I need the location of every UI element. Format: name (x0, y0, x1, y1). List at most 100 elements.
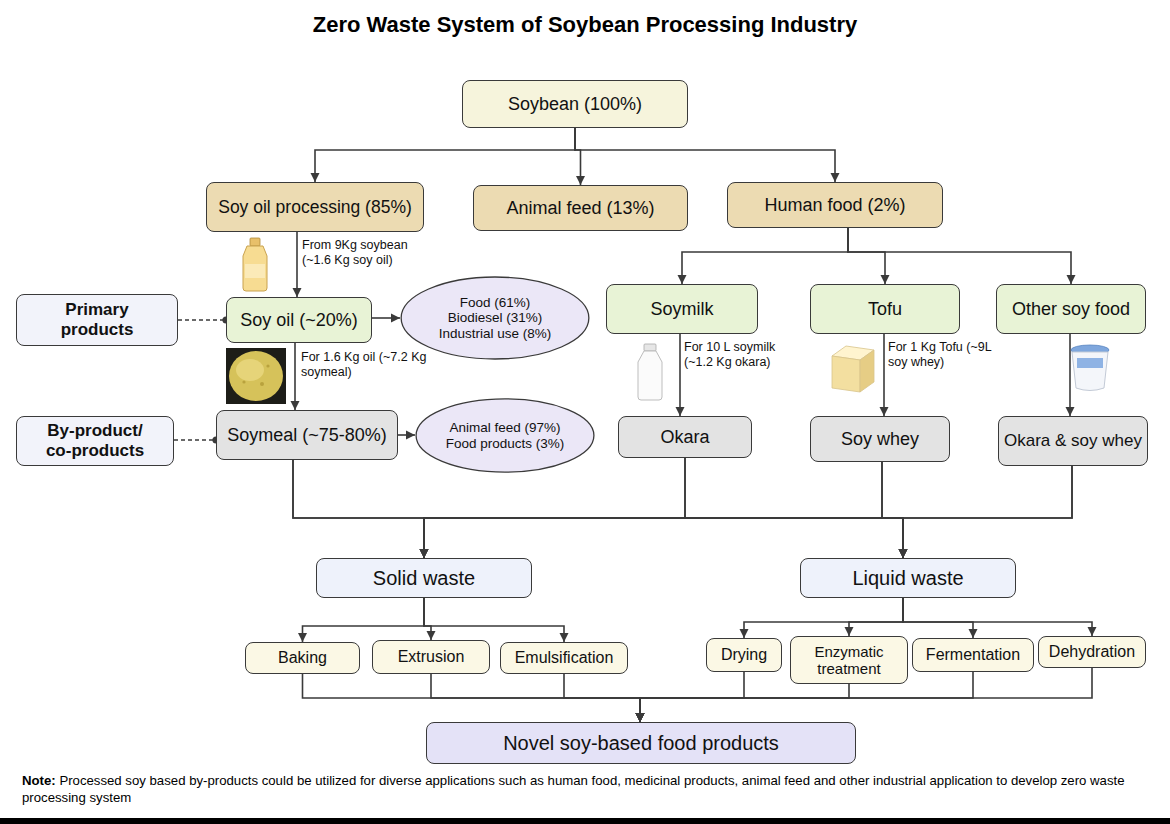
connector (903, 598, 978, 638)
arrow-head (1088, 627, 1097, 636)
edge-label: For 1 Kg Tofu (~9L soy whey) (888, 340, 998, 370)
node-text: Enzymatic treatment (795, 643, 903, 678)
arrow-head (880, 407, 889, 416)
connector-line (315, 128, 575, 182)
node-text: Extrusion (398, 648, 465, 666)
connector (903, 598, 1097, 636)
edge-label: From 9Kg soybean (~1.6 Kg soy oil) (302, 238, 414, 268)
arrow-head (291, 401, 300, 410)
arrow-head (420, 549, 429, 558)
arrow-head (391, 314, 400, 323)
connector-line (293, 460, 424, 558)
node-text: Dehydration (1049, 643, 1135, 661)
ellipse-node: Food (61%)Biodiesel (31%)Industrial use … (400, 276, 590, 360)
connector-line (293, 460, 903, 558)
node-text: Food products (3%) (446, 436, 565, 452)
connector-line (431, 674, 640, 722)
process-box: Emulsification (500, 642, 628, 674)
process-box: Soy oil processing (85%) (206, 182, 424, 232)
connector-line (903, 598, 1092, 636)
node-text: Novel soy-based food products (503, 732, 779, 755)
tofu-icon (832, 346, 874, 392)
soymeal-photo (226, 348, 286, 404)
connector (848, 228, 890, 284)
bottle-body (243, 246, 267, 291)
process-box: Okara (618, 416, 752, 458)
node-text: Food (61%) (460, 295, 531, 311)
connector-line (424, 466, 1072, 558)
meal-grain (266, 364, 269, 367)
connector (420, 462, 883, 558)
arrow-head (636, 713, 645, 722)
note-heading: Note: (22, 773, 56, 788)
bottle-label (245, 264, 265, 278)
connector (564, 674, 645, 722)
connector (685, 458, 908, 558)
arrow-head (899, 549, 908, 558)
arrow-head (420, 549, 429, 558)
arrow-head (636, 713, 645, 722)
node-text: Emulsification (515, 649, 614, 667)
oil-bottle-icon (243, 238, 267, 291)
arrow-head (1067, 275, 1076, 284)
process-box: Solid waste (316, 558, 532, 598)
node-text: Soymeal (~75-80%) (227, 425, 387, 446)
yogurt-cup-icon (1071, 345, 1109, 391)
node-text: Liquid waste (852, 567, 963, 590)
connector (1066, 334, 1075, 416)
node-text: Soy oil processing (85%) (218, 197, 412, 217)
cup-band (1077, 358, 1103, 368)
arrow-head (969, 629, 978, 638)
tofu-front (832, 356, 860, 392)
node-text: Soy oil (~20%) (240, 310, 358, 331)
connector (372, 314, 400, 323)
arrow-head (636, 713, 645, 722)
process-box: Other soy food (996, 284, 1146, 334)
arrow-head (427, 631, 436, 640)
connector-line (640, 672, 744, 722)
connector-line (682, 228, 848, 284)
connector-line (882, 462, 903, 558)
meal-grain (242, 380, 245, 383)
arrow-head (831, 173, 840, 182)
connector (575, 128, 585, 185)
connector (899, 466, 1073, 558)
node-text: Human food (2%) (764, 195, 905, 216)
connector-line (424, 458, 685, 558)
process-box: Soymeal (~75-80%) (216, 410, 398, 460)
arrow-head (420, 549, 429, 558)
connector (678, 228, 849, 284)
ellipse-shape (401, 277, 589, 359)
node-text: Animal feed (13%) (506, 198, 654, 219)
connector-line (849, 598, 903, 636)
connector (311, 128, 576, 182)
connector-line (564, 674, 640, 722)
process-box: Liquid waste (800, 558, 1016, 598)
connector (303, 674, 645, 722)
arrow-head (311, 173, 320, 182)
process-box: Human food (2%) (727, 182, 943, 228)
process-box: Primary products (16, 294, 178, 346)
arrow-head (899, 549, 908, 558)
node-text: Fermentation (926, 646, 1020, 664)
connector-line (685, 458, 903, 558)
arrow-head (740, 629, 749, 638)
process-box: Novel soy-based food products (426, 722, 856, 764)
process-box: Fermentation (912, 638, 1034, 672)
node-text: Okara & soy whey (1004, 431, 1142, 451)
connector (178, 316, 230, 323)
node-text: Drying (721, 646, 767, 664)
photo-frame (226, 348, 286, 404)
process-box: Soybean (100%) (462, 80, 688, 128)
connector (420, 466, 1073, 558)
node-text: Industrial use (8%) (439, 326, 552, 342)
connector (293, 460, 908, 558)
connector-line (303, 598, 425, 642)
ellipse-shape (416, 399, 594, 472)
connector-line (903, 598, 973, 638)
connector-line (848, 228, 1071, 284)
node-text: Solid waste (373, 567, 475, 590)
process-box: Tofu (810, 284, 960, 334)
connector (636, 672, 745, 722)
node-text: Soymilk (650, 299, 713, 320)
